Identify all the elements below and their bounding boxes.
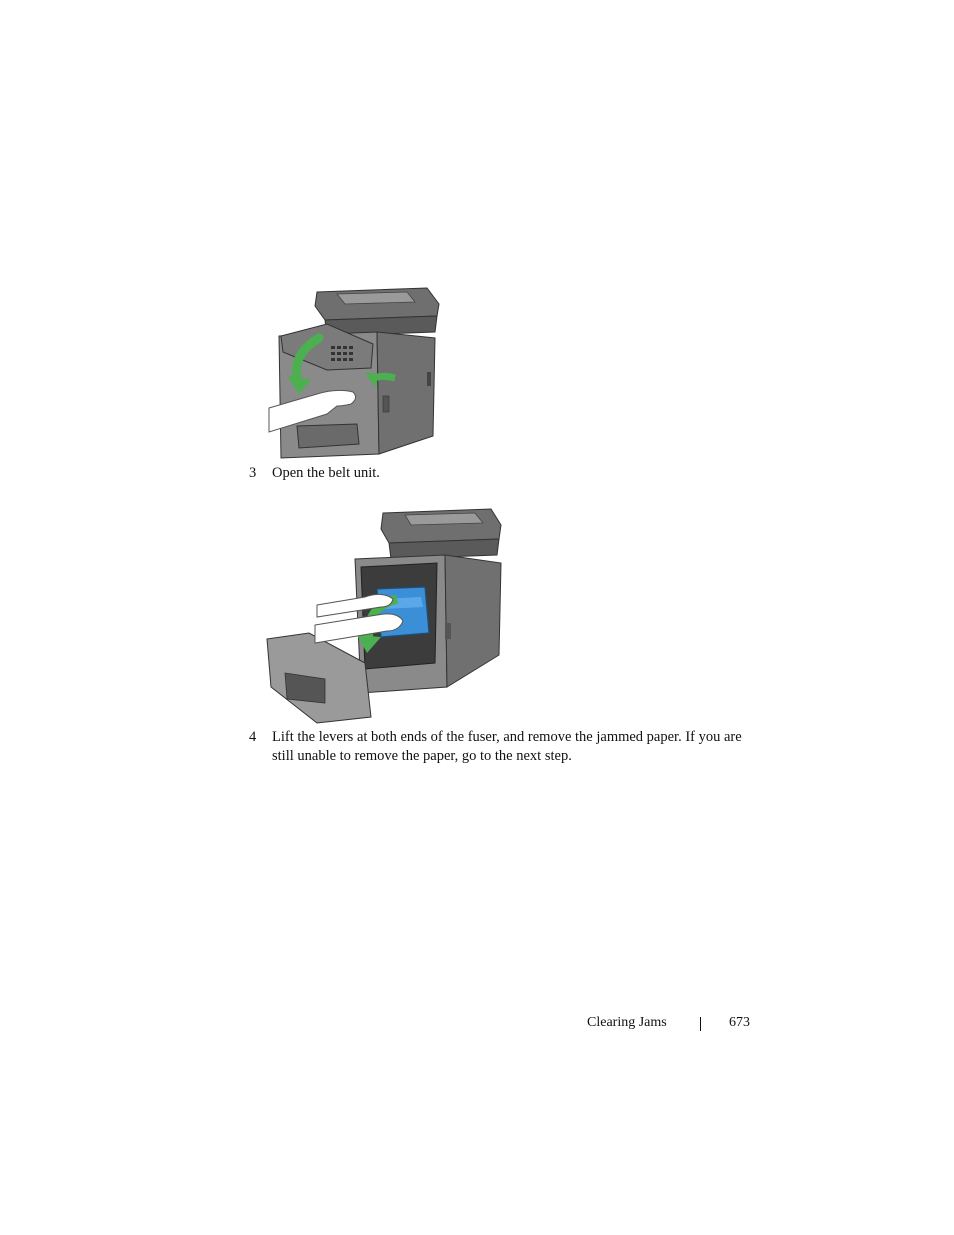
footer-separator: [700, 1017, 701, 1031]
step-number: 3: [249, 465, 257, 481]
step-number: 4: [249, 729, 257, 745]
printer-belt-unit-illustration: [265, 503, 507, 727]
page-number: 673: [729, 1015, 750, 1030]
step-text: Open the belt unit.: [272, 465, 380, 481]
page-footer: Clearing Jams 673: [560, 1015, 760, 1035]
printer-open-cover-illustration: [267, 276, 441, 460]
footer-section-title: Clearing Jams: [587, 1015, 667, 1030]
step-text: Lift the levers at both ends of the fuse…: [272, 729, 742, 764]
